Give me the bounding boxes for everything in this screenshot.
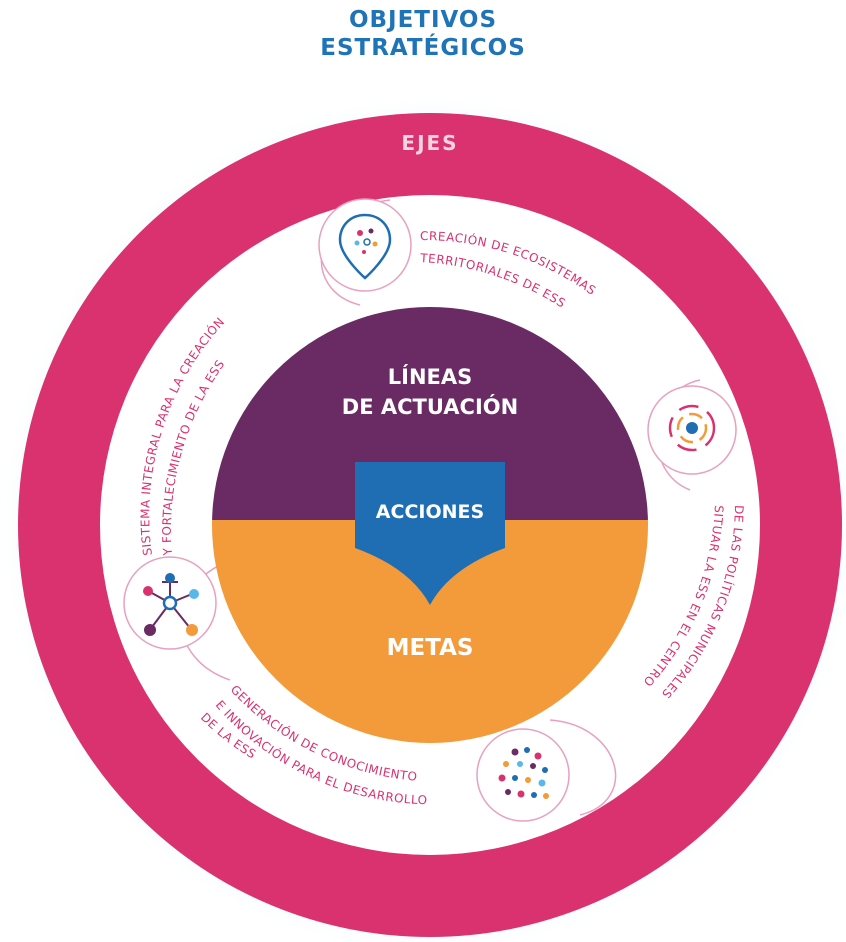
- bubble-bottom: [476, 728, 570, 822]
- acciones-label: ACCIONES: [376, 501, 484, 523]
- dot-cluster-icon: [498, 747, 549, 799]
- diagram-title: OBJETIVOS ESTRATÉGICOS: [0, 6, 846, 62]
- location-pin-dots-icon: [338, 213, 392, 280]
- ring-label: EJES: [401, 131, 458, 155]
- lineas-line-2: DE ACTUACIÓN: [342, 394, 518, 419]
- network-icon: [143, 573, 199, 636]
- title-line-1: OBJETIVOS: [348, 7, 498, 33]
- metas-label: METAS: [387, 635, 474, 661]
- target-icon: [668, 404, 716, 452]
- title-line-2: ESTRATÉGICOS: [320, 35, 526, 61]
- acciones-shield: [355, 462, 505, 605]
- lineas-line-1: LÍNEAS: [388, 364, 473, 389]
